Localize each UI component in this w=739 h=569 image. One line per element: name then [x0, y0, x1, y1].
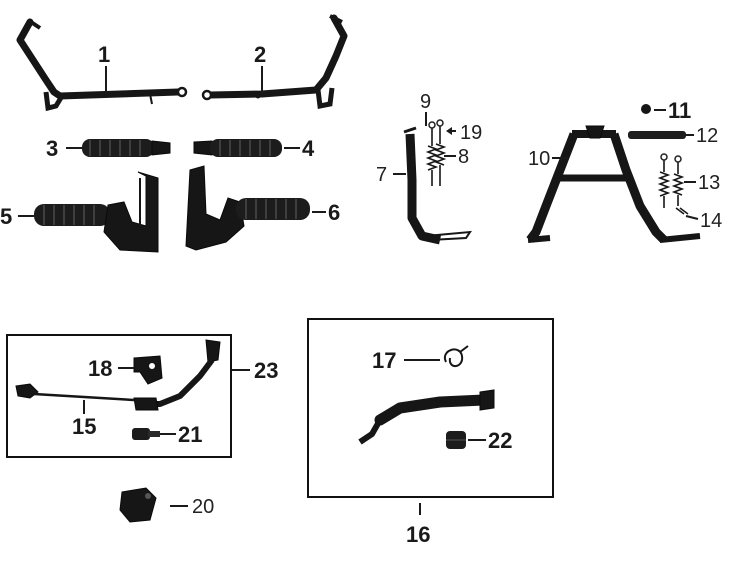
- callout-22: 22: [488, 428, 512, 453]
- side-stand-icon: [403, 126, 472, 245]
- callout-18: 18: [88, 356, 112, 381]
- callout-8: 8: [458, 146, 469, 168]
- callout-11: 11: [668, 98, 691, 123]
- callout-12: 12: [696, 125, 718, 147]
- footpeg-right-icon: [193, 139, 282, 157]
- callout-2: 2: [254, 42, 266, 67]
- pivot-shaft-icon: [628, 131, 686, 139]
- callout-7: 7: [376, 164, 387, 186]
- brake-pedal-icon: [133, 339, 221, 411]
- callout-19: 19: [460, 122, 482, 144]
- kick-starter-assembly-box: [307, 318, 554, 498]
- callout-14: 14: [700, 210, 722, 232]
- callout-20: 20: [192, 496, 214, 518]
- passenger-footrest-left-icon: [34, 171, 159, 253]
- passenger-footrest-right-icon: [185, 165, 310, 251]
- callout-1: 1: [98, 42, 110, 67]
- callout-6: 6: [328, 200, 340, 225]
- clip-icon: [641, 104, 651, 114]
- rubber-cap-icon: [119, 487, 157, 523]
- brake-pedal-assembly-box: [6, 334, 232, 458]
- center-stand-icon: [526, 125, 701, 244]
- brake-bolt-icon: [132, 428, 160, 440]
- callout-9: 9: [420, 91, 431, 113]
- footpeg-left-icon: [82, 139, 171, 157]
- spring-8-icon: [425, 119, 447, 186]
- kick-lever-icon: [358, 389, 495, 445]
- callout-3: 3: [46, 136, 58, 161]
- callout-16: 16: [406, 522, 430, 547]
- callout-23: 23: [254, 358, 278, 383]
- leader-14: [685, 215, 699, 220]
- callout-15: 15: [72, 414, 96, 439]
- callout-5: 5: [0, 204, 12, 229]
- brake-rod-icon: [15, 383, 135, 402]
- spring-hook-14-icon: [675, 207, 689, 215]
- kick-return-spring-icon: [443, 345, 469, 367]
- callout-17: 17: [372, 348, 396, 373]
- callout-10: 10: [528, 148, 550, 170]
- spring-13-icon: [657, 153, 685, 208]
- callout-4: 4: [302, 136, 315, 161]
- kick-rubber-icon: [446, 431, 466, 449]
- brake-bracket-icon: [133, 355, 163, 385]
- callout-13: 13: [698, 172, 720, 194]
- callout-numbers: 1 2 3 4 5 6 7 8 9 10 11 12 13 14 15 16 1…: [0, 42, 722, 547]
- leader-19-arrow: [446, 127, 452, 135]
- leader-lines: [18, 66, 699, 515]
- frame-bracket-left-icon: [16, 18, 188, 112]
- frame-bracket-right-icon: [201, 14, 348, 109]
- callout-21: 21: [178, 422, 202, 447]
